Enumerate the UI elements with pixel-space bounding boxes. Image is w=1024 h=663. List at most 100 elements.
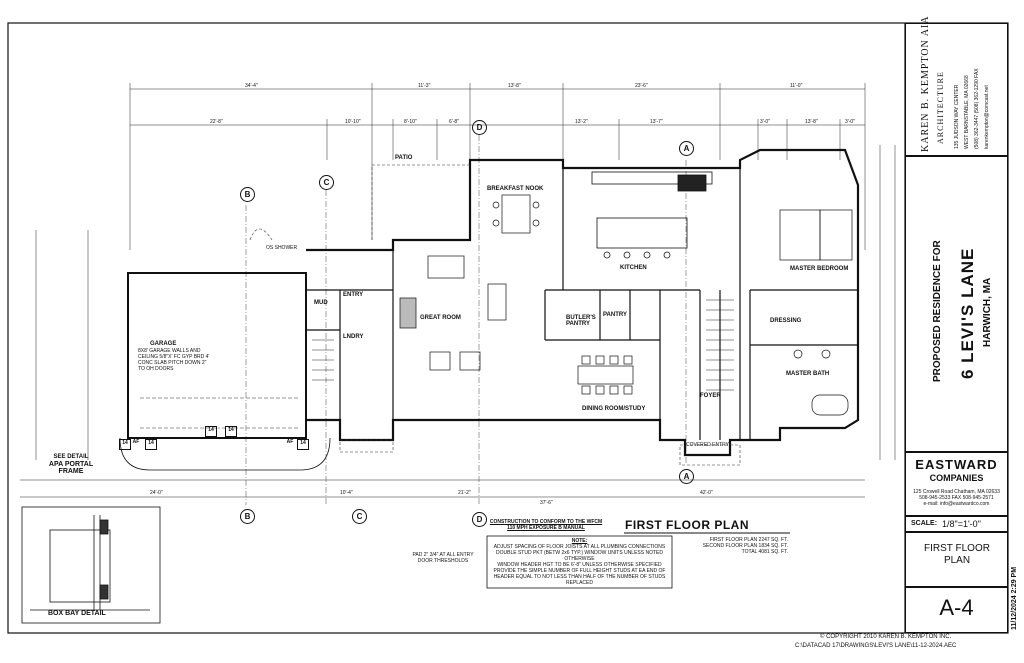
- room-outdoor-shower: OS SHOWER: [266, 245, 298, 251]
- project-town: HARWICH, MA: [982, 277, 993, 347]
- architect-email: karenkempton@comcast.net: [984, 85, 990, 149]
- interior-walls: [306, 168, 858, 440]
- grid-tag-b-bottom: B: [240, 509, 255, 524]
- file-path: C:\DATACAD 17\DRAWINGS\LEVI'S LANE\11-12…: [795, 643, 957, 649]
- pad-note: PAD 2" 3/4" AT ALL ENTRY DOOR THRESHOLDS: [412, 552, 474, 564]
- dim-top2: 3'-0": [845, 119, 855, 125]
- room-kitchen: KITCHEN: [620, 265, 647, 271]
- room-great-room: GREAT ROOM: [420, 315, 461, 321]
- patio-outline: [249, 164, 741, 466]
- detail-tag-af: AF: [286, 439, 294, 445]
- scale-label: SCALE:: [911, 520, 938, 527]
- stairs: [312, 299, 734, 391]
- room-mud: MUD: [314, 300, 328, 306]
- detail-tag-14: 14: [119, 439, 131, 450]
- grid-tag-a-bottom: A: [679, 469, 694, 484]
- detail-tag-14: 14: [225, 426, 237, 437]
- grid-lines: [245, 135, 687, 505]
- area-second: SECOND FLOOR PLAN 1834 SQ. FT.: [702, 543, 788, 549]
- dim-top2: 10'-10": [345, 119, 361, 125]
- dim-bottom: 37'-6": [540, 500, 553, 506]
- note-line: ADJUST SPACING OF FLOOR JOISTS AT ALL PL…: [493, 544, 666, 550]
- architect-address2: WEST BARNSTABLE, MA 02668: [964, 75, 970, 149]
- room-entry: ENTRY: [343, 292, 364, 298]
- room-patio: PATIO: [395, 155, 413, 161]
- garage-walls: [127, 272, 307, 439]
- area-table: FIRST FLOOR PLAN 2247 SQ. FT. SECOND FLO…: [688, 537, 788, 555]
- area-first: FIRST FLOOR PLAN 2247 SQ. FT.: [709, 537, 788, 543]
- room-covered-entry: COVERED ENTRY: [686, 442, 729, 448]
- room-foyer: FOYER: [700, 393, 721, 399]
- room-butlers-pantry: BUTLER'S PANTRY: [566, 315, 596, 327]
- detail-tag-14: 14: [205, 426, 217, 437]
- dim-top2: 8'-10": [404, 119, 417, 125]
- general-notes: NOTE: ADJUST SPACING OF FLOOR JOISTS AT …: [488, 538, 671, 586]
- project-address: 6 LEVI'S LANE: [958, 247, 977, 379]
- architect-phone: (508) 362-3447 (508) 362-1290 FAX: [974, 68, 980, 149]
- room-pantry: PANTRY: [603, 312, 627, 318]
- dining-table: [577, 355, 634, 395]
- box-bay-detail-drawing: [21, 506, 161, 624]
- dim-top2: 13'-7": [650, 119, 663, 125]
- dim-top: 23'-6": [635, 83, 648, 89]
- architect-name: KAREN B. KEMPTON AIA: [920, 15, 931, 153]
- builder-name2: COMPANIES: [929, 473, 984, 483]
- grid-tag-c-bottom: C: [352, 509, 367, 524]
- room-master-bedroom: MASTER BEDROOM: [790, 266, 849, 272]
- scale-block: SCALE: 1/8"=1'-0": [905, 516, 1008, 532]
- dim-top: 11'-0": [790, 83, 803, 89]
- room-laundry: LNDRY: [343, 334, 364, 340]
- note-heading: NOTE:: [571, 538, 588, 544]
- builder-email: e-mail: info@eastwardco.com: [923, 501, 990, 507]
- see-detail-line2: APA PORTAL: [48, 461, 94, 468]
- detail-tag-14: 14: [145, 439, 157, 450]
- construction-note: CONSTRUCTION TO CONFORM TO THE WFCM 110 …: [489, 519, 603, 531]
- dim-top2: 13'-8": [805, 119, 818, 125]
- dim-top2: 6'-8": [449, 119, 459, 125]
- builder-name1: EASTWARD: [915, 457, 998, 472]
- room-dining: DINING ROOM/STUDY: [582, 406, 646, 412]
- sheet-number: A-4: [939, 595, 974, 620]
- note-line: DOUBLE STUD PKT (BETW 2x6 TYP.) WINDOW U…: [496, 550, 663, 562]
- dim-bottom: 21'-2": [458, 490, 471, 496]
- grid-tag-c-top: C: [319, 175, 334, 190]
- architect-subtitle: ARCHITECTURE: [936, 71, 945, 144]
- room-dressing: DRESSING: [770, 318, 802, 324]
- room-breakfast: BREAKFAST NOOK: [487, 186, 544, 192]
- print-timestamp: 11/12/2024 2:29 PM: [1011, 566, 1018, 630]
- project-line1: PROPOSED RESIDENCE FOR: [932, 240, 943, 382]
- note-line: WINDOW HEADER HGT TO BE 6'-8" UNLESS OTH…: [497, 562, 662, 568]
- great-room-furniture: [399, 255, 507, 371]
- room-master-bath: MASTER BATH: [786, 371, 830, 377]
- box-bay-detail-label: BOX BAY DETAIL: [48, 610, 106, 617]
- dim-top: 11'-3": [418, 83, 431, 89]
- see-detail-note: SEE DETAIL APA PORTAL FRAME: [36, 454, 106, 475]
- see-detail-line1: SEE DETAIL: [53, 454, 89, 460]
- dim-bottom: 10'-4": [340, 490, 353, 496]
- sheet-name-block: FIRST FLOOR PLAN: [905, 532, 1008, 587]
- dim-top2: 13'-2": [575, 119, 588, 125]
- copyright: © COPYRIGHT 2010 KAREN B. KEMPTON INC.: [820, 634, 952, 640]
- detail-tag-14: 14: [297, 439, 309, 450]
- portal-frame-outline: [119, 437, 331, 471]
- garage-note: 8X8' GARAGE WALLS AND CEILING 5/8"X' FC …: [138, 348, 210, 372]
- master-bed: [779, 209, 853, 416]
- top-dimension-lines: [20, 83, 896, 498]
- dim-bottom: 42'-0": [700, 490, 713, 496]
- see-detail-line3: FRAME: [58, 468, 84, 475]
- detail-tag-af: AF: [132, 439, 140, 445]
- project-block: PROPOSED RESIDENCE FOR 6 LEVI'S LANE HAR…: [905, 156, 1008, 452]
- area-total: TOTAL 4081 SQ. FT.: [741, 549, 788, 555]
- note-line: PROVIDE THE SIMPLE NUMBER OF FULL HEIGHT…: [493, 568, 666, 586]
- grid-tag-d-top: D: [472, 120, 487, 135]
- grid-tag-d-bottom: D: [472, 512, 487, 527]
- architect-block: KAREN B. KEMPTON AIA ARCHITECTURE 135 JU…: [905, 16, 1008, 156]
- grid-tag-a-top: A: [679, 141, 694, 156]
- kitchen-island: [591, 171, 713, 259]
- grid-tag-b-top: B: [240, 187, 255, 202]
- scale-value: 1/8"=1'-0": [942, 519, 981, 529]
- dim-top: 13'-8": [508, 83, 521, 89]
- builder-phone: 508-945-2533 FAX 508-945-2571: [919, 495, 994, 501]
